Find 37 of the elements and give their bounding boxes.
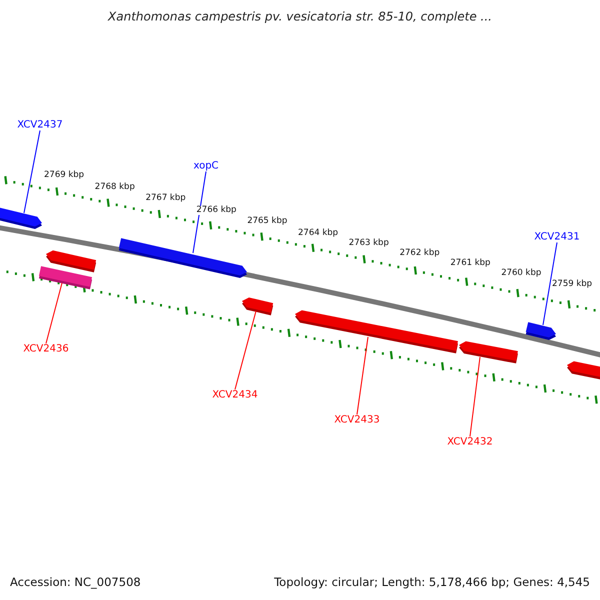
gene-feature <box>0 206 42 229</box>
leader-line <box>542 242 558 326</box>
gene-feature <box>242 298 274 316</box>
gene-feature <box>295 310 458 354</box>
gene-feature <box>567 361 600 380</box>
gene-label: XCV2433 <box>334 414 380 426</box>
leader-line <box>356 336 368 415</box>
genome-info-text: Topology: circular; Length: 5,178,466 bp; Genes: 4,545 <box>274 576 590 589</box>
leader-line <box>234 310 256 390</box>
gene-feature <box>46 250 96 272</box>
gene-feature <box>459 341 518 364</box>
scale-label: 2760 kbp <box>500 269 542 279</box>
scale-label: 2761 kbp <box>449 259 492 268</box>
scale-label: 2764 kbp <box>297 228 340 238</box>
gene-label: XCV2434 <box>212 390 258 400</box>
scale-label: 2763 kbp <box>348 238 390 248</box>
leader-line <box>192 171 206 254</box>
accession-text: Accession: NC_007508 <box>10 576 141 589</box>
gene-label: XCV2437 <box>17 120 63 130</box>
leader-line <box>46 282 62 344</box>
leader-line <box>24 130 40 214</box>
scale-label: 2769 kbp <box>43 171 86 180</box>
gene-label: XCV2432 <box>447 436 493 448</box>
leader-line <box>470 356 480 437</box>
scale-label: 2762 kbp <box>398 248 441 258</box>
scale-label: 2765 kbp <box>246 217 288 226</box>
gene-label: XCV2436 <box>23 344 69 354</box>
title: Xanthomonas campestris pv. vesicatoria str. 85-10, complete ... <box>108 10 492 24</box>
scale-label: 2759 kbp <box>551 280 594 289</box>
gene-label: XCV2431 <box>534 232 580 242</box>
gene-label: xopC <box>193 160 219 172</box>
scale-label: 2768 kbp <box>94 182 136 192</box>
scale-label: 2767 kbp <box>144 194 187 204</box>
scale-label: 2766 kbp <box>195 206 238 215</box>
gene-feature <box>38 266 92 290</box>
gene-feature <box>118 238 247 278</box>
gene-feature <box>526 322 556 340</box>
